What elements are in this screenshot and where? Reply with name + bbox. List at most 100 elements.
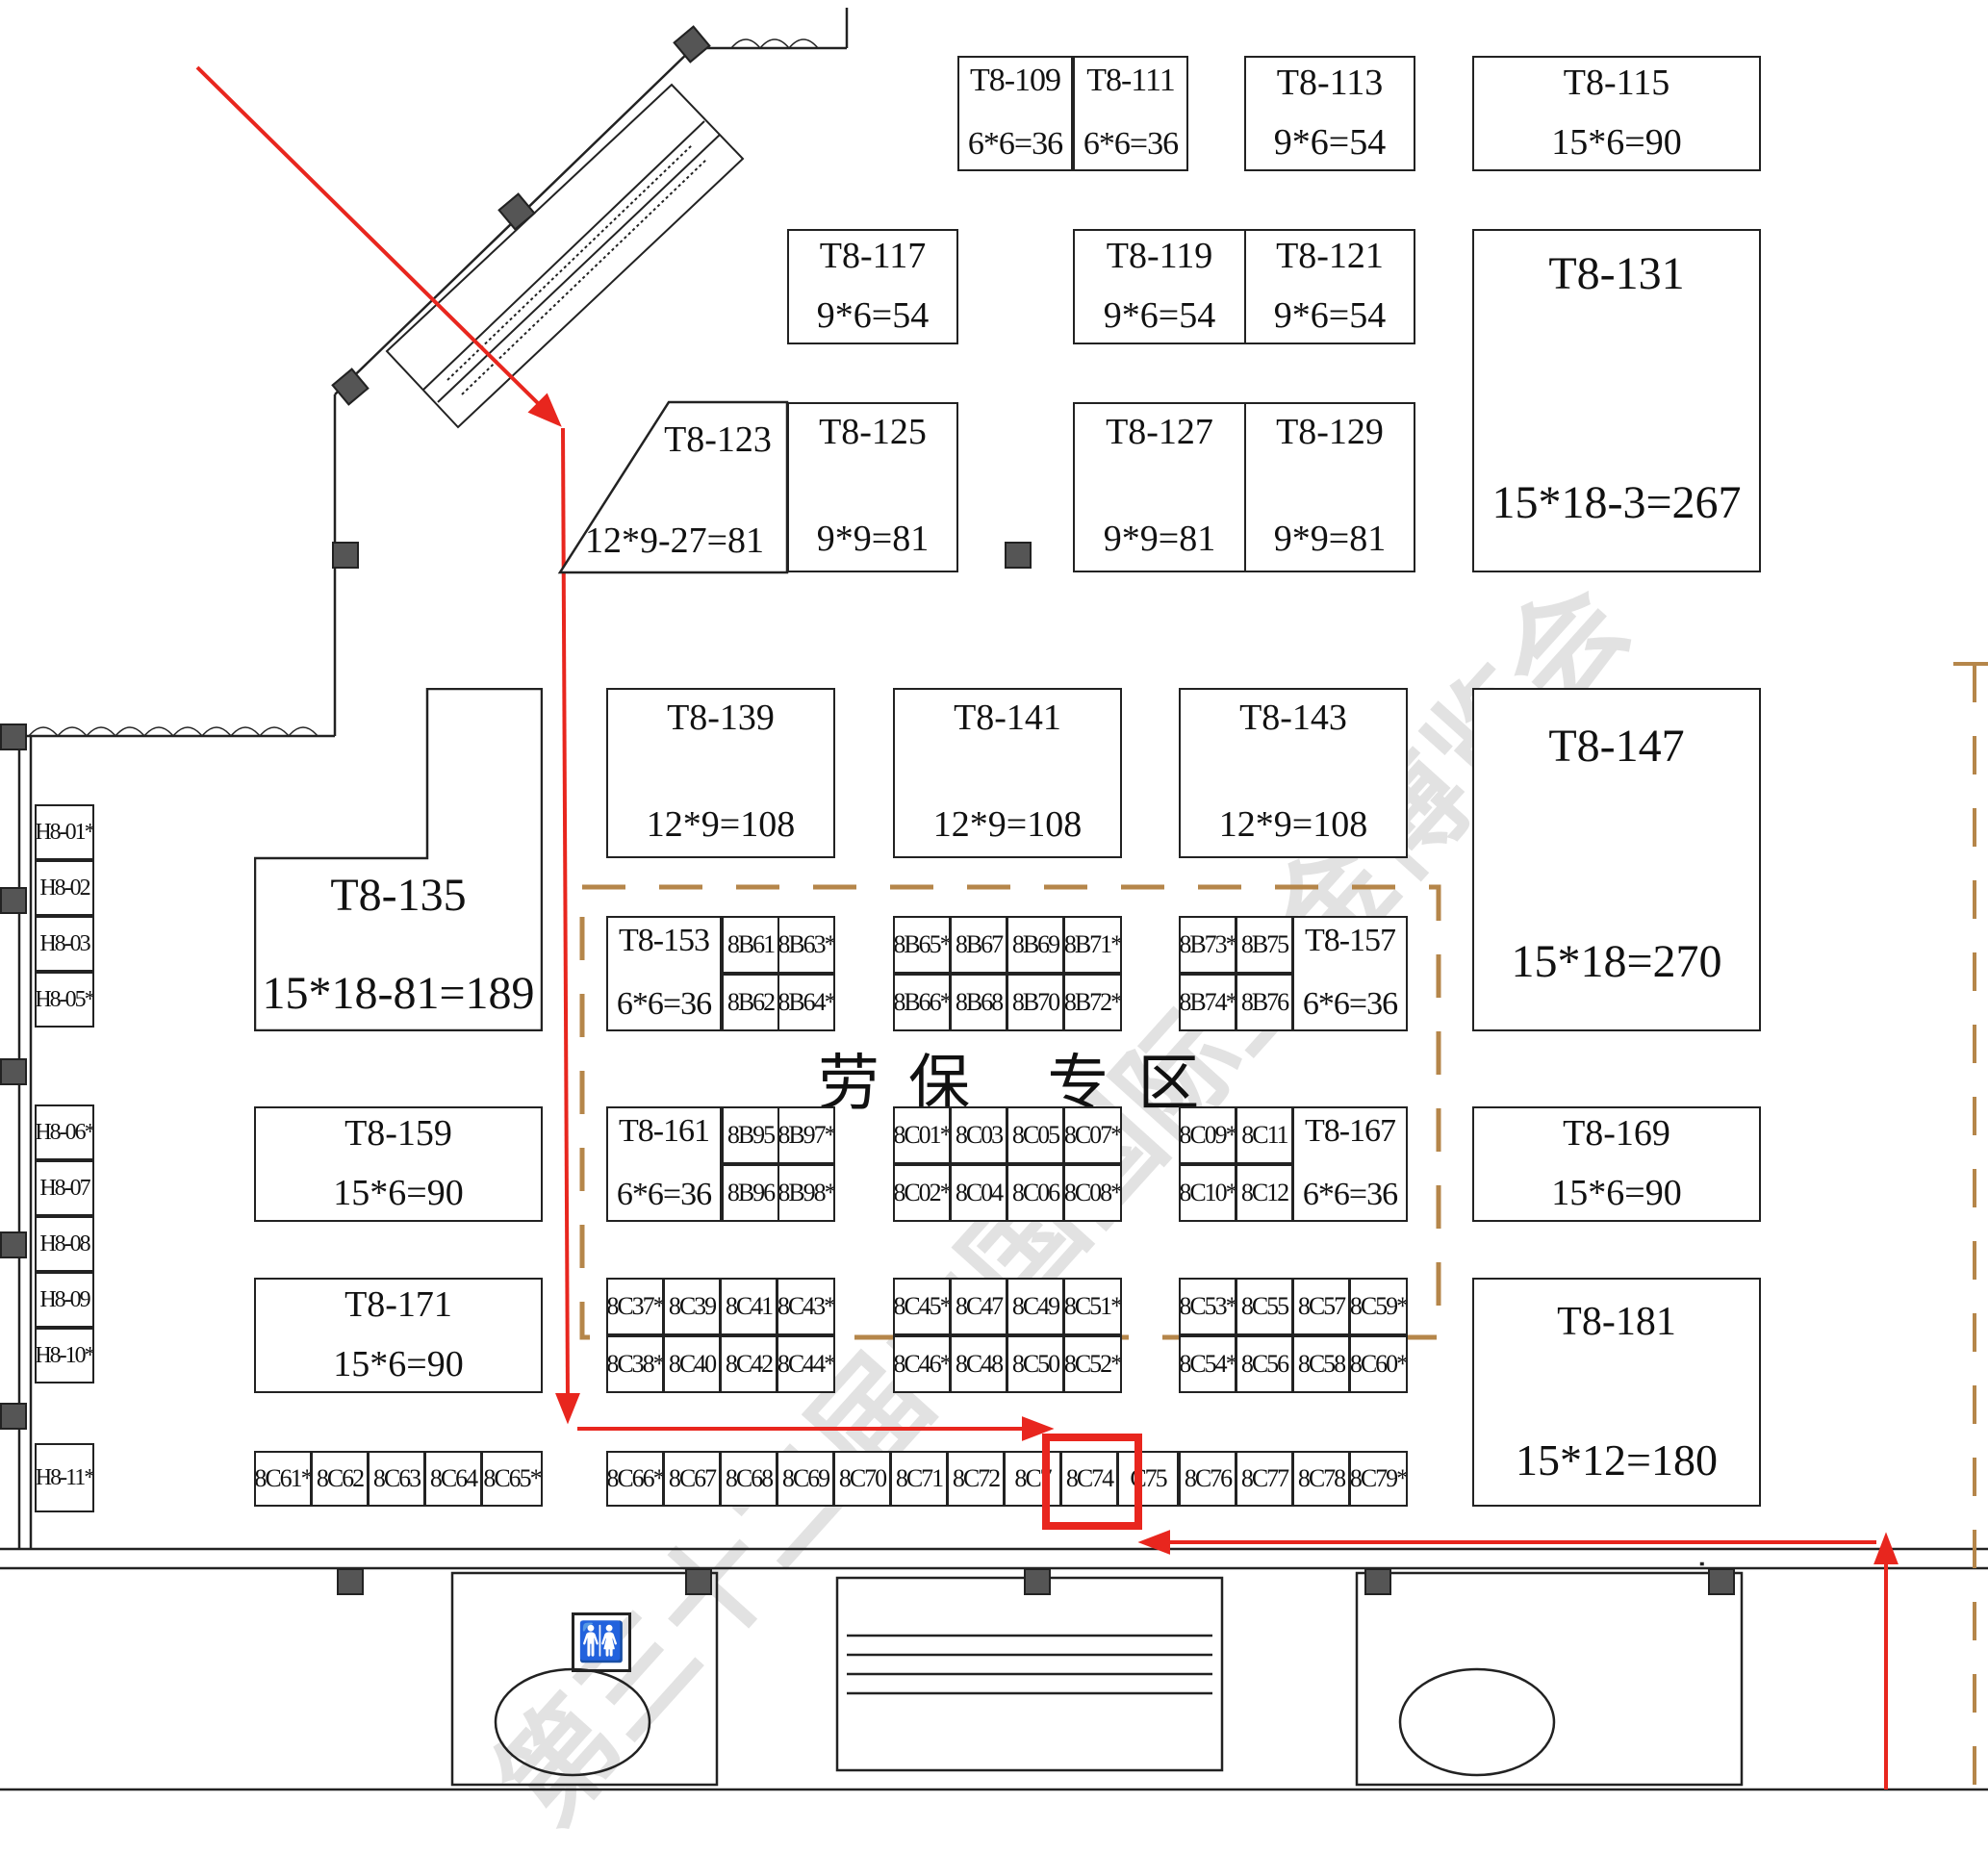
booth-8c78[interactable]: 8C78 [1292,1451,1350,1507]
booth-8c77[interactable]: 8C77 [1236,1451,1293,1507]
booth-8b98[interactable]: 8B98* [777,1164,835,1222]
booth-8c70[interactable]: 8C70 [833,1451,891,1507]
booth-8c66[interactable]: 8C66* [606,1451,664,1507]
booth-8c67[interactable]: 8C67 [663,1451,721,1507]
booth-8b66[interactable]: 8B66* [893,974,951,1031]
booth-8b62[interactable]: 8B62 [722,974,779,1031]
booth-h8-10[interactable]: H8-10* [35,1328,94,1383]
booth-8c01[interactable]: 8C01* [893,1106,951,1164]
booth-8c74[interactable]: 8C74 [1060,1451,1118,1507]
booth-8c44[interactable]: 8C44* [777,1335,835,1393]
booth-8c47[interactable]: 8C47 [950,1278,1007,1335]
booth-8b72[interactable]: 8B72* [1063,974,1122,1031]
booth-h8-02[interactable]: H8-02 [35,860,94,916]
booth-8c68[interactable]: 8C68 [720,1451,777,1507]
booth-t8-135[interactable]: T8-135 15*18-81=189 [254,688,543,1031]
booth-8c49[interactable]: 8C49 [1007,1278,1064,1335]
booth-8c07[interactable]: 8C07* [1063,1106,1122,1164]
booth-h8-06[interactable]: H8-06* [35,1104,94,1160]
booth-8c62[interactable]: 8C62 [311,1451,369,1507]
booth-8c12[interactable]: 8C12 [1236,1164,1293,1222]
booth-8b76[interactable]: 8B76 [1236,974,1293,1031]
booth-h8-05[interactable]: H8-05* [35,972,94,1028]
booth-8b69[interactable]: 8B69 [1007,916,1064,974]
booth-8c61[interactable]: 8C61* [254,1451,312,1507]
booth-8c39[interactable]: 8C39 [663,1278,721,1335]
booth-8c56[interactable]: 8C56 [1236,1335,1293,1393]
booth-8c55[interactable]: 8C55 [1236,1278,1293,1335]
booth-h8-01[interactable]: H8-01* [35,804,94,860]
booth-8c02[interactable]: 8C02* [893,1164,951,1222]
booth-8c11[interactable]: 8C11 [1236,1106,1293,1164]
booth-h8-07[interactable]: H8-07 [35,1160,94,1216]
booth-8c04[interactable]: 8C04 [950,1164,1007,1222]
booth-8b73[interactable]: 8B73* [1179,916,1236,974]
booth-8c37[interactable]: 8C37* [606,1278,664,1335]
booth-h8-08[interactable]: H8-08 [35,1216,94,1272]
booth-8b97[interactable]: 8B97* [777,1106,835,1164]
booth-8c03[interactable]: 8C03 [950,1106,1007,1164]
booth-8b95[interactable]: 8B95 [722,1106,779,1164]
booth-8c46[interactable]: 8C46* [893,1335,951,1393]
booth-8c58[interactable]: 8C58 [1292,1335,1350,1393]
booth-8c71[interactable]: 8C71 [890,1451,948,1507]
booth-8c57[interactable]: 8C57 [1292,1278,1350,1335]
booth-8b64[interactable]: 8B64* [777,974,835,1031]
booth-8b96[interactable]: 8B96 [722,1164,779,1222]
booth-8c05[interactable]: 8C05 [1007,1106,1064,1164]
booth-h8-03[interactable]: H8-03 [35,916,94,972]
booth-8b74[interactable]: 8B74* [1179,974,1236,1031]
booth-8c65[interactable]: 8C65* [481,1451,543,1507]
booth-8c52[interactable]: 8C52* [1063,1335,1122,1393]
booth-8b65[interactable]: 8B65* [893,916,951,974]
booth-8c76[interactable]: 8C76 [1179,1451,1236,1507]
booth-8b70[interactable]: 8B70 [1007,974,1064,1031]
booth-8c54[interactable]: 8C54* [1179,1335,1236,1393]
booth-8b63[interactable]: 8B63* [777,916,835,974]
booth-8c43[interactable]: 8C43* [777,1278,835,1335]
booth-8b75[interactable]: 8B75 [1236,916,1293,974]
booth-8c63[interactable]: 8C63 [368,1451,425,1507]
booth-8c45[interactable]: 8C45* [893,1278,951,1335]
booth-8c10[interactable]: 8C10* [1179,1164,1236,1222]
booth-8b61[interactable]: 8B61 [722,916,779,974]
booth-8c64[interactable]: 8C64 [424,1451,482,1507]
booth-8c50[interactable]: 8C50 [1007,1335,1064,1393]
booth-8c41[interactable]: 8C41 [720,1278,777,1335]
booth-h8-11[interactable]: H8-11* [35,1443,94,1512]
booth-8c42[interactable]: 8C42 [720,1335,777,1393]
booth-8c53[interactable]: 8C53* [1179,1278,1236,1335]
booth-h8-09[interactable]: H8-09 [35,1272,94,1328]
booth-8c06[interactable]: 8C06 [1007,1164,1064,1222]
booth-8c38[interactable]: 8C38* [606,1335,664,1393]
booth-8c09[interactable]: 8C09* [1179,1106,1236,1164]
booth-8c51[interactable]: 8C51* [1063,1278,1122,1335]
booth-8c40[interactable]: 8C40 [663,1335,721,1393]
booth-8c79[interactable]: 8C79* [1349,1451,1408,1507]
booth-8c72[interactable]: 8C72 [947,1451,1005,1507]
booth-8c69[interactable]: 8C69 [777,1451,834,1507]
